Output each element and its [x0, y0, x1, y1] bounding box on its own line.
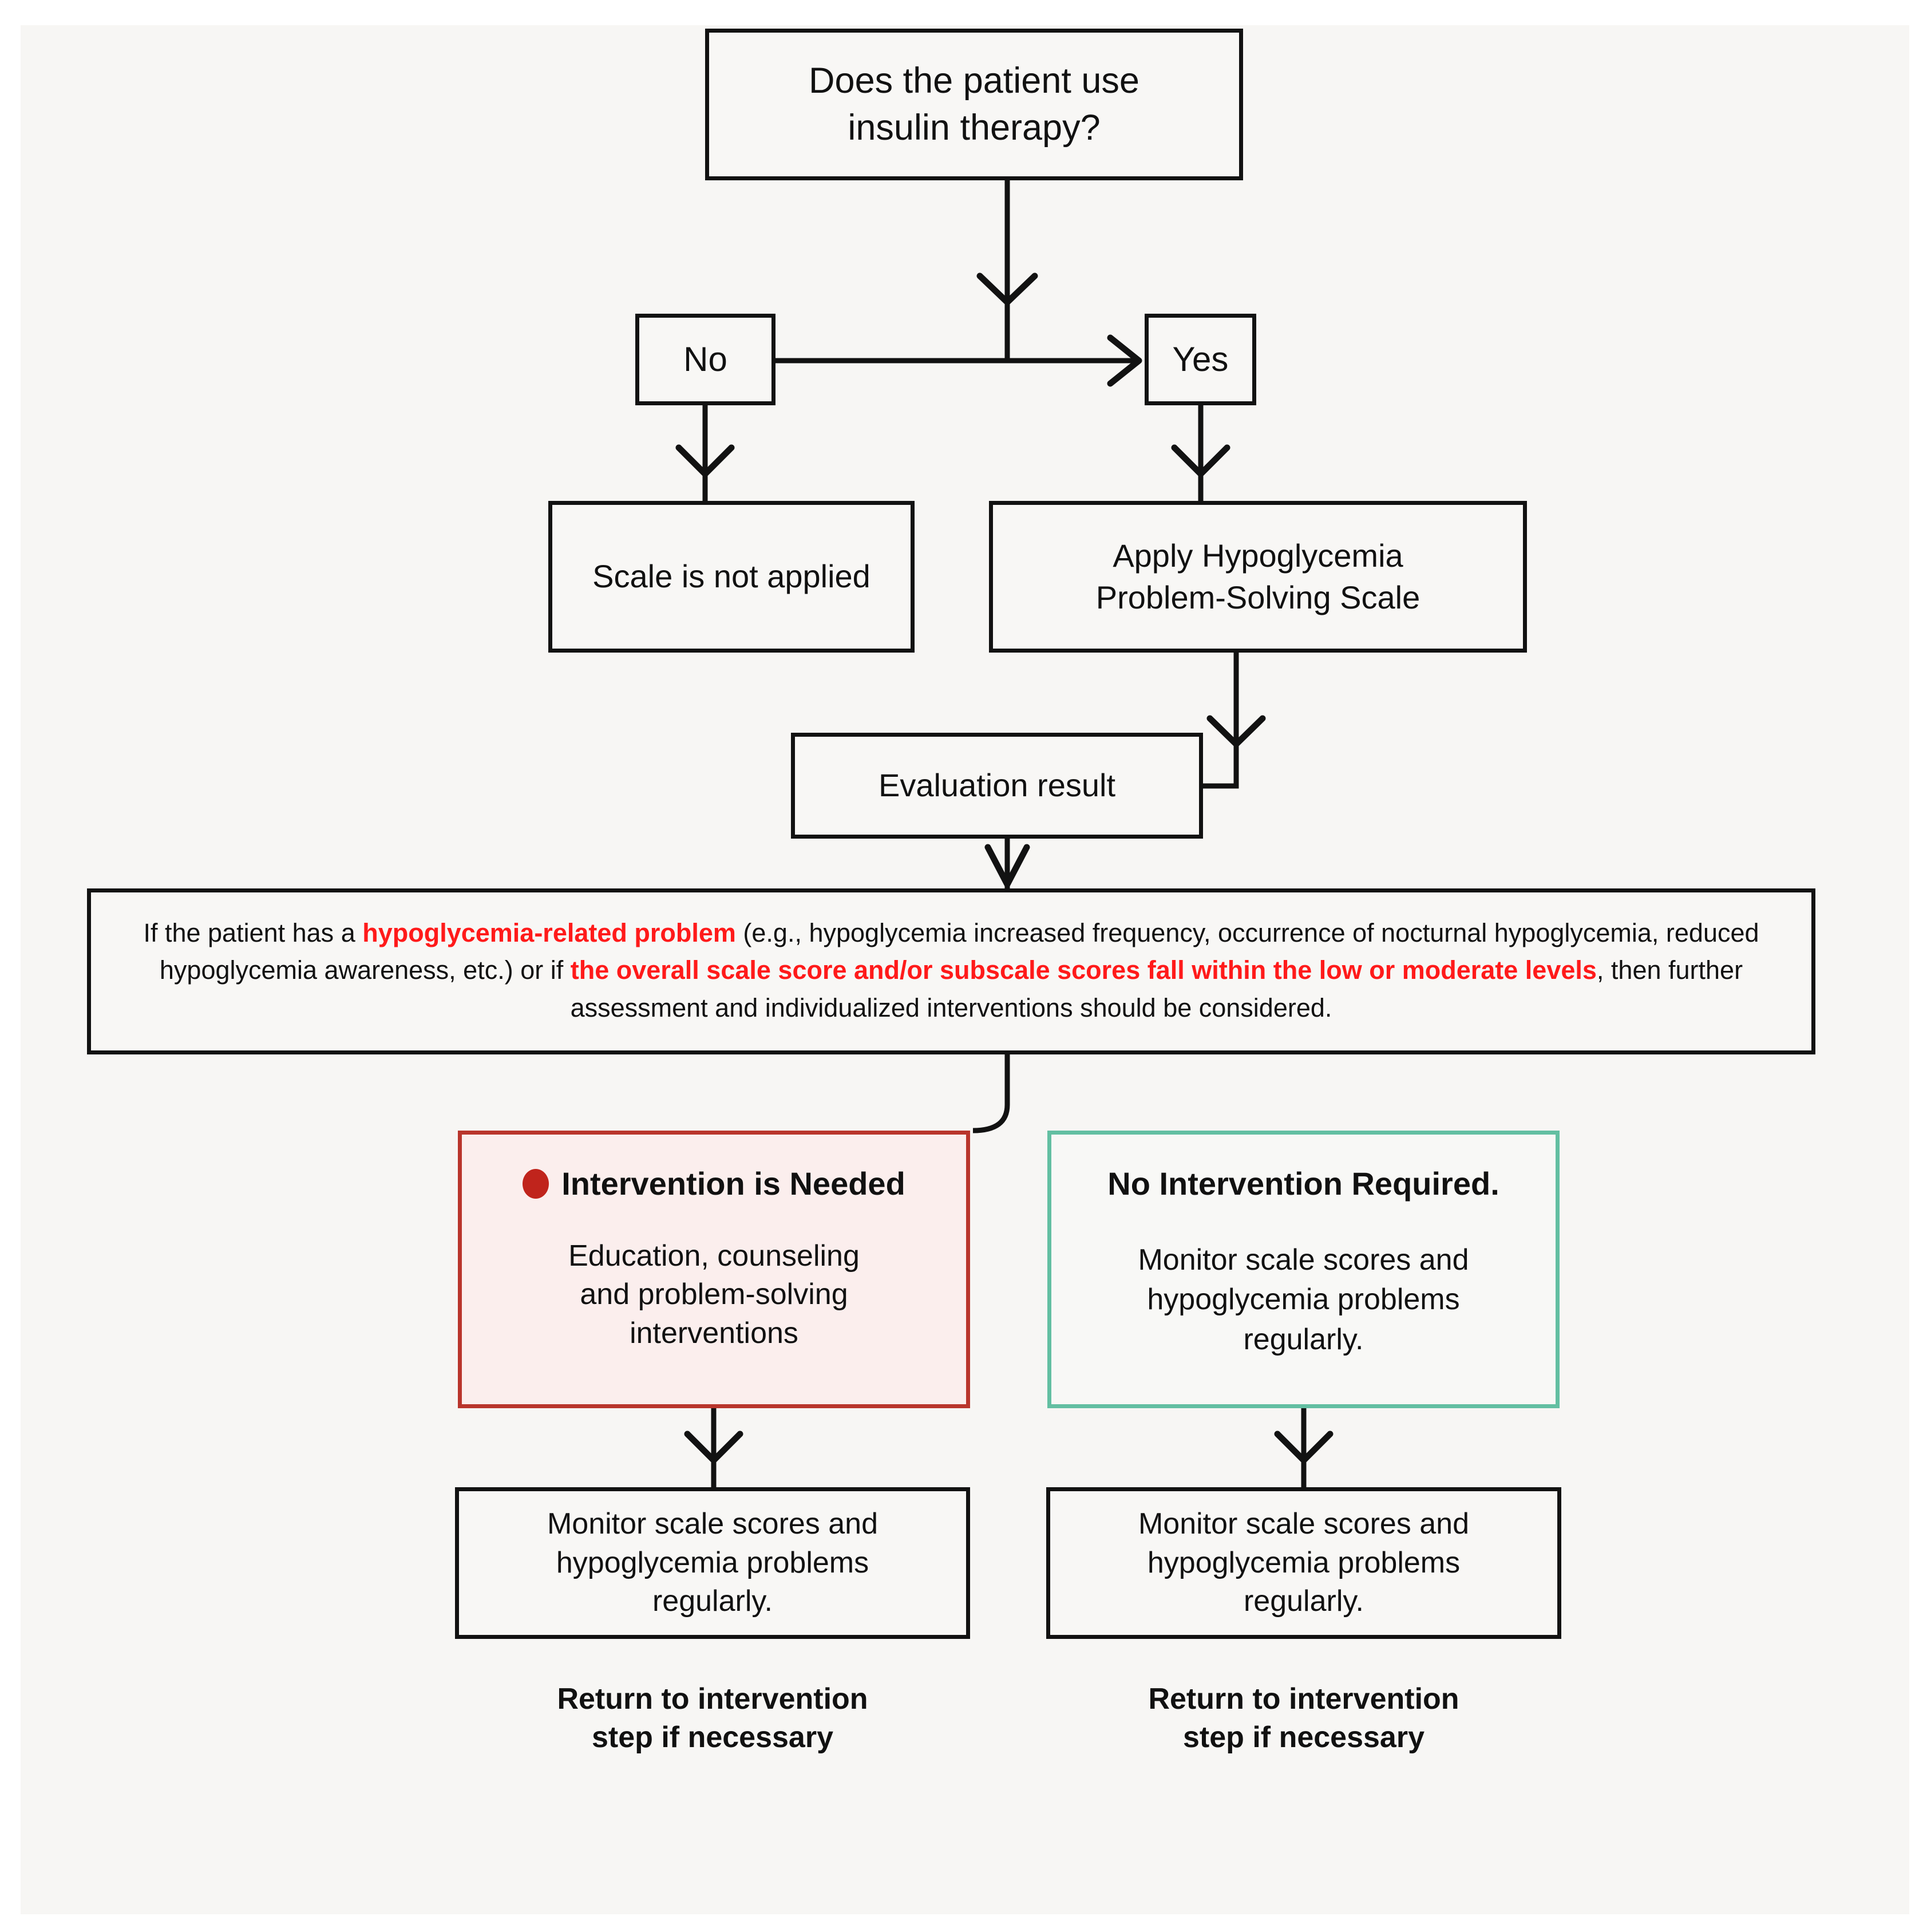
paragraph-segment-1: If the patient has a: [143, 918, 363, 947]
assessment-paragraph-text: If the patient has a hypoglycemia-relate…: [117, 914, 1785, 1026]
node-scale-not-applied-label: Scale is not applied: [592, 558, 870, 595]
node-apply-scale-label: Apply Hypoglycemia Problem-Solving Scale: [1095, 537, 1420, 615]
node-insulin-question-label: Does the patient use insulin therapy?: [809, 60, 1139, 148]
node-monitor-right-label: Monitor scale scores and hypoglycemia pr…: [1138, 1507, 1470, 1618]
paragraph-segment-3: , then further assessment and individual…: [570, 955, 1743, 1022]
node-decision-yes-label: Yes: [1172, 340, 1229, 378]
callout-no-intervention[interactable]: No Intervention Required. Monitor scale …: [1047, 1131, 1560, 1408]
node-monitor-left[interactable]: Monitor scale scores and hypoglycemia pr…: [455, 1487, 970, 1639]
callout-intervention-needed-heading: Intervention is Needed: [561, 1165, 905, 1202]
callout-no-intervention-body: Monitor scale scores and hypoglycemia pr…: [1138, 1243, 1469, 1357]
node-evaluation-result-label: Evaluation result: [878, 767, 1115, 804]
paragraph-segment-2: (e.g., hypoglycemia increased frequency,…: [159, 918, 1759, 985]
node-decision-no[interactable]: No: [635, 314, 775, 405]
node-decision-yes[interactable]: Yes: [1145, 314, 1256, 405]
callout-intervention-needed-header: Intervention is Needed: [485, 1163, 943, 1205]
node-apply-scale[interactable]: Apply Hypoglycemia Problem-Solving Scale: [989, 501, 1527, 653]
paragraph-highlight-2: the overall scale score and/or subscale …: [570, 955, 1597, 985]
node-evaluation-result[interactable]: Evaluation result: [791, 733, 1203, 839]
callout-intervention-needed[interactable]: Intervention is Needed Education, counse…: [458, 1131, 970, 1408]
node-monitor-left-label: Monitor scale scores and hypoglycemia pr…: [547, 1507, 879, 1618]
caption-return-right: Return to intervention step if necessary: [1148, 1682, 1459, 1754]
node-assessment-paragraph[interactable]: If the patient has a hypoglycemia-relate…: [87, 888, 1815, 1054]
node-scale-not-applied[interactable]: Scale is not applied: [548, 501, 915, 653]
callout-no-intervention-heading: No Intervention Required.: [1107, 1165, 1499, 1202]
caption-return-left: Return to intervention step if necessary: [557, 1682, 868, 1754]
paragraph-highlight-1: hypoglycemia-related problem: [362, 918, 736, 947]
callout-intervention-needed-body: Education, counseling and problem-solvin…: [568, 1239, 860, 1350]
node-decision-no-label: No: [683, 340, 727, 378]
node-insulin-question[interactable]: Does the patient use insulin therapy?: [705, 29, 1243, 180]
node-monitor-right[interactable]: Monitor scale scores and hypoglycemia pr…: [1046, 1487, 1561, 1639]
red-circle-icon: [523, 1169, 549, 1199]
